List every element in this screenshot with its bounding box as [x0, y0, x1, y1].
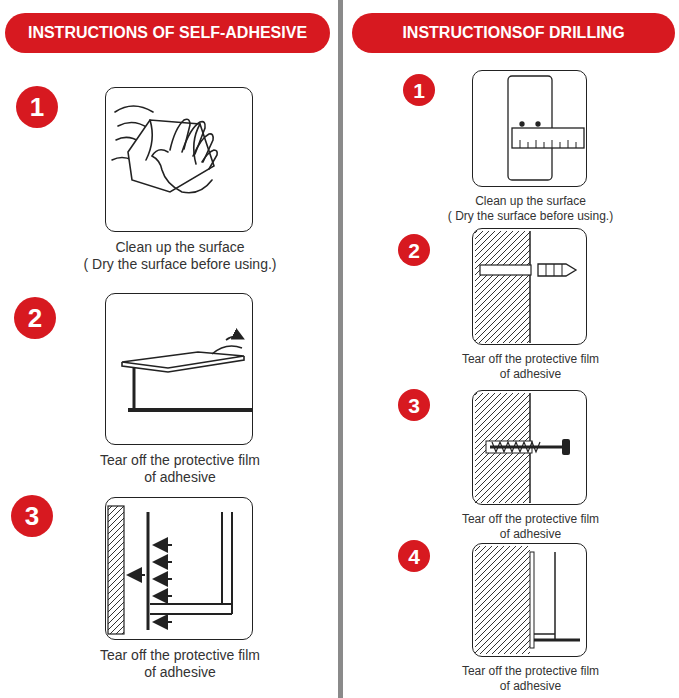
column-divider	[338, 0, 343, 698]
step-number-text: 3	[408, 395, 420, 416]
step-number-text: 4	[408, 546, 420, 567]
step-caption: Tear off the protective film of adhesive	[456, 512, 606, 541]
header-pill: INSTRUCTIONS OF SELF-ADHESIVE	[5, 13, 330, 53]
step-caption: Clean up the surface	[55, 239, 305, 256]
illustration-box: Clean up the surface( Dry the surface be…	[105, 87, 253, 232]
step-number: 2	[14, 297, 56, 339]
step-number: 1	[403, 74, 435, 106]
caption-group: Tear off the protective film of adhesive	[456, 352, 606, 381]
step-number: 1	[16, 86, 58, 128]
step-number: 3	[398, 389, 430, 421]
section-heading: INSTRUCTIONS OF SELF-ADHESIVE	[28, 24, 307, 42]
caption-group: Clean up the surface( Dry the surface be…	[426, 194, 636, 223]
step-caption: ( Dry the surface before using.)	[55, 256, 305, 273]
caption-group: Tear off the protective film of adhesive	[456, 664, 606, 693]
step-number-text: 2	[28, 305, 42, 331]
shelf-peeling-film	[122, 336, 252, 410]
caption-group: Clean up the surface( Dry the surface be…	[55, 239, 305, 273]
press-to-wall	[108, 506, 232, 634]
cleaning-hand	[112, 106, 217, 193]
drilling-template	[508, 76, 584, 180]
illustration-box: Tear off the protective film of adhesive	[472, 228, 587, 345]
step-caption: Tear off the protective film of adhesive	[456, 352, 606, 381]
step-number-text: 1	[413, 80, 425, 101]
step-caption: Tear off the protective film of adhesive	[94, 452, 266, 486]
step-caption: Tear off the protective film of adhesive	[94, 647, 266, 681]
step-number-text: 3	[25, 503, 39, 529]
illustration-box: Tear off the protective film of adhesive	[472, 543, 587, 657]
step-number: 4	[398, 540, 430, 572]
step-caption: ( Dry the surface before using.)	[426, 209, 636, 224]
wall-screw	[475, 393, 570, 503]
step-number-text: 1	[30, 94, 44, 120]
caption-group: Tear off the protective film of adhesive	[456, 512, 606, 541]
mounted-rack	[475, 546, 580, 654]
illustration-box: Tear off the protective film of adhesive	[105, 497, 253, 640]
header-pill: INSTRUCTIONSOF DRILLING	[352, 13, 675, 53]
wall-plug	[475, 231, 576, 343]
step-number: 3	[11, 495, 53, 537]
step-number-text: 2	[408, 240, 420, 261]
caption-group: Tear off the protective film of adhesive	[94, 452, 266, 486]
step-number: 2	[398, 234, 430, 266]
caption-group: Tear off the protective film of adhesive	[94, 647, 266, 681]
illustration-box: Clean up the surface( Dry the surface be…	[472, 70, 587, 187]
illustration-box: Tear off the protective film of adhesive	[472, 390, 587, 505]
step-caption: Clean up the surface	[426, 194, 636, 209]
illustration-box: Tear off the protective film of adhesive	[105, 293, 253, 445]
section-heading: INSTRUCTIONSOF DRILLING	[402, 24, 624, 42]
step-caption: Tear off the protective film of adhesive	[456, 664, 606, 693]
